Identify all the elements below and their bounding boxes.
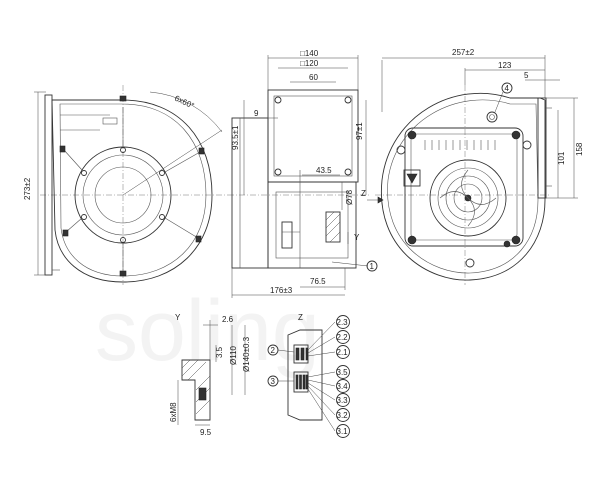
callout-3: 3 — [271, 377, 276, 386]
dim-3-5: 3.5 — [215, 346, 224, 358]
dim-6xm8: 6xM8 — [169, 402, 178, 422]
dim-43-5: 43.5 — [316, 166, 332, 175]
dim-273: 273±2 — [23, 177, 32, 200]
terminal-3-4: 3.4 — [337, 382, 349, 391]
dim-123: 123 — [498, 61, 512, 70]
detail-z-title: Z — [298, 313, 303, 322]
dim-93-5: 93.5±1 — [231, 125, 240, 150]
dim-5: 5 — [524, 71, 529, 80]
dim-6x60: 6x60° — [173, 94, 195, 111]
dim-9-5: 9.5 — [200, 428, 212, 437]
dim-sq120: □120 — [300, 59, 319, 68]
dim-2-6: 2.6 — [222, 315, 234, 324]
detail-y: Y 2.6 3.5 Ø110 Ø140±0.3 6xM8 9.5 — [169, 313, 251, 437]
dim-d78: Ø78 — [345, 189, 354, 205]
dim-76-5: 76.5 — [310, 277, 326, 286]
dim-101: 101 — [557, 151, 566, 165]
watermark: soling — [95, 283, 320, 379]
callout-4: 4 — [505, 84, 510, 93]
detail-z: Z 2 3 2.3 2.2 2.1 — [267, 313, 350, 438]
dim-d110: Ø110 — [229, 345, 238, 365]
view-arrow-y: Y — [354, 233, 360, 242]
terminal-2-1: 2.1 — [337, 348, 349, 357]
view-arrow-z: Z — [361, 189, 366, 198]
dim-257: 257±2 — [452, 48, 475, 57]
terminal-3-3: 3.3 — [337, 396, 349, 405]
dim-d140: Ø140±0.3 — [242, 336, 251, 372]
terminal-3-1: 3.1 — [337, 427, 349, 436]
dim-sq140: □140 — [300, 49, 319, 58]
rear-view: 4 Z 257±2 123 5 158 101 — [361, 48, 584, 285]
dim-158: 158 — [575, 142, 584, 156]
front-view: 6x60° 273±2 — [23, 85, 228, 285]
dim-176: 176±3 — [270, 286, 293, 295]
dim-97: 97±1 — [355, 122, 364, 140]
terminal-3-2: 3.2 — [337, 411, 349, 420]
terminal-3-5: 3.5 — [337, 368, 349, 377]
callout-1: 1 — [370, 262, 375, 271]
detail-y-title: Y — [175, 313, 181, 322]
side-view: □140 □120 60 9 93.5±1 97±1 43.5 Ø78 Y 1 … — [228, 49, 378, 298]
terminal-2-2: 2.2 — [337, 333, 349, 342]
dim-60: 60 — [309, 73, 318, 82]
dim-9: 9 — [254, 109, 259, 118]
terminal-2-3: 2.3 — [337, 318, 349, 327]
callout-2: 2 — [271, 346, 276, 355]
